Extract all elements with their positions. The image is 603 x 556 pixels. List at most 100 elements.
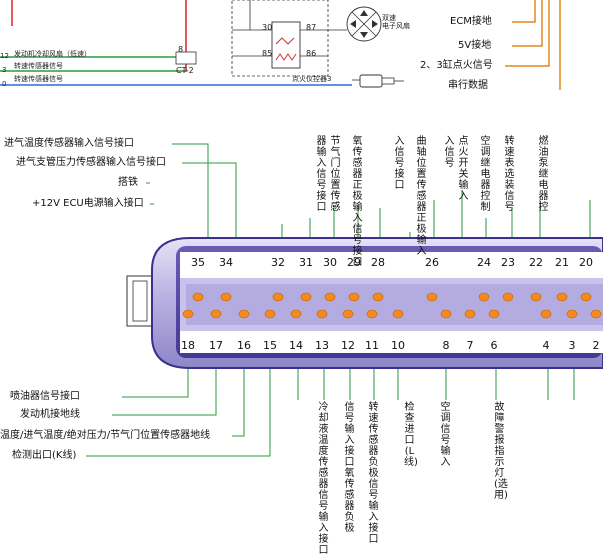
vlabel-3: 入信号接口 (394, 136, 405, 191)
vlabel-6: 点火开关输入 (458, 136, 469, 202)
wire-label-rpm-2: 转速传感器信号 (14, 75, 63, 83)
label-ignition-23: 2、3缸点火信号 (420, 60, 493, 71)
top-pin-29 (348, 292, 360, 302)
wire-label-fan-low: 发动机冷却风扇（低速） (14, 50, 91, 58)
bottom-pin-16 (238, 309, 250, 319)
bottom-pin-number: 11 (365, 339, 379, 352)
top-pin-24 (478, 292, 490, 302)
top-pin-number: 24 (477, 256, 491, 269)
bottom-pin-11 (366, 309, 378, 319)
label-ground: 搭铁 (118, 177, 138, 188)
wire-num-3: 3 (2, 66, 7, 74)
pinout-diagram (0, 0, 603, 457)
bottom-pin-number: 2 (592, 339, 600, 352)
bottom-pin-18 (182, 309, 194, 319)
bottom-pin-number: 6 (490, 339, 498, 352)
bvlabel-4: 空调信号输入 (440, 402, 451, 468)
vlabel-4: 曲轴位置传感器正极输入 (416, 136, 427, 257)
relay-pin-85: 85 (262, 49, 273, 58)
top-pin-35 (192, 292, 204, 302)
bottom-pin-12 (342, 309, 354, 319)
dashboard-label: 点火仪控器3 (292, 75, 332, 83)
bottom-pin-17 (210, 309, 222, 319)
bvlabel-1: 信号输入接口氧传感器负极 (344, 402, 355, 534)
top-pin-number: 21 (555, 256, 569, 269)
label-intake-temp: 进气温度传感器输入信号接口 (4, 138, 134, 149)
relay-pin-86: 86 (306, 49, 317, 58)
ecu-connector (126, 237, 603, 369)
bottom-pin-number: 14 (289, 339, 303, 352)
bottom-pin-number: 4 (542, 339, 550, 352)
bottom-pin-number: 10 (391, 339, 405, 352)
bottom-pin-number: 3 (568, 339, 576, 352)
vlabel-7: 空调继电器控制 (480, 136, 491, 213)
top-pin-21 (556, 292, 568, 302)
label-injector: 喷油器信号接口 (10, 391, 80, 402)
ct2-pin: 8 (178, 45, 184, 54)
top-pin-20 (580, 292, 592, 302)
bvlabel-3: 检查进口(L线) (404, 402, 418, 468)
bvlabel-0: 冷却液温度传感器信号输入接口 (318, 402, 329, 556)
vlabel-8: 转速表选装信号 (504, 136, 515, 213)
top-pin-26 (426, 292, 438, 302)
top-pin-30 (324, 292, 336, 302)
top-pin-number: 31 (299, 256, 313, 269)
wire-label-rpm-1: 转速传感器信号 (14, 62, 63, 70)
relay-pin-87: 87 (306, 23, 317, 32)
top-pin-number: 35 (191, 256, 205, 269)
bottom-pin-number: 7 (466, 339, 474, 352)
label-serial-data: 串行数据 (448, 80, 488, 91)
top-pin-34 (220, 292, 232, 302)
bottom-pin-number: 17 (209, 339, 223, 352)
ct2-label: CT-2 (176, 66, 194, 75)
vlabel-5: 入信号 (444, 136, 455, 169)
relay-pin-30: 30 (262, 23, 273, 32)
bottom-pin-number: 18 (181, 339, 195, 352)
top-pin-number: 22 (529, 256, 543, 269)
top-pin-22 (530, 292, 542, 302)
fan-label: 双速 电子风扇 (382, 14, 410, 30)
bvlabel-2: 转速传感器负极信号输入接口 (368, 402, 379, 545)
top-pin-32 (272, 292, 284, 302)
bottom-pin-number: 13 (315, 339, 329, 352)
vlabel-9: 燃油泵继电器控 (538, 136, 549, 213)
bottom-pin-3 (566, 309, 578, 319)
top-pin-number: 23 (501, 256, 515, 269)
top-pin-number: 28 (371, 256, 385, 269)
label-k-line: 检测出口(K线) (12, 450, 77, 461)
top-wiring (0, 0, 561, 90)
label-ecm-ground: ECM接地 (450, 16, 492, 27)
top-pin-number: 34 (219, 256, 233, 269)
bottom-pin-number: 12 (341, 339, 355, 352)
bottom-pin-number: 15 (263, 339, 277, 352)
label-manifold-pressure: 进气支管压力传感器输入信号接口 (16, 157, 166, 168)
connector-pins (182, 292, 602, 319)
top-pin-number: 30 (323, 256, 337, 269)
label-5v-ground: 5V接地 (458, 40, 492, 51)
label-sensor-ground: 温度/进气温度/绝对压力/节气门位置传感器地线 (0, 430, 211, 441)
top-pin-number: 26 (425, 256, 439, 269)
bottom-pin-4 (540, 309, 552, 319)
bvlabel-5: 故障警报指示灯(选用) (494, 402, 508, 501)
bottom-pin-13 (316, 309, 328, 319)
bottom-pin-8 (440, 309, 452, 319)
bottom-pin-7 (464, 309, 476, 319)
top-pin-number: 32 (271, 256, 285, 269)
bottom-pin-2 (590, 309, 602, 319)
bottom-pin-6 (488, 309, 500, 319)
bottom-pin-number: 16 (237, 339, 251, 352)
top-pin-31 (300, 292, 312, 302)
bottom-pin-number: 8 (442, 339, 450, 352)
vlabel-0: 器输入信号接口 (316, 136, 327, 213)
vlabel-1: 节气门位置传感 (330, 136, 341, 213)
wire-num-12: 12 (0, 52, 9, 60)
bottom-pin-15 (264, 309, 276, 319)
label-engine-ground: 发动机接地线 (20, 409, 80, 420)
wire-num-0: 0 (2, 80, 7, 88)
top-pin-23 (502, 292, 514, 302)
top-pin-28 (372, 292, 384, 302)
label-12v-power: +12V ECU电源输入接口 (32, 198, 144, 209)
bottom-pin-14 (290, 309, 302, 319)
bottom-pin-10 (392, 309, 404, 319)
top-pin-number: 20 (579, 256, 593, 269)
